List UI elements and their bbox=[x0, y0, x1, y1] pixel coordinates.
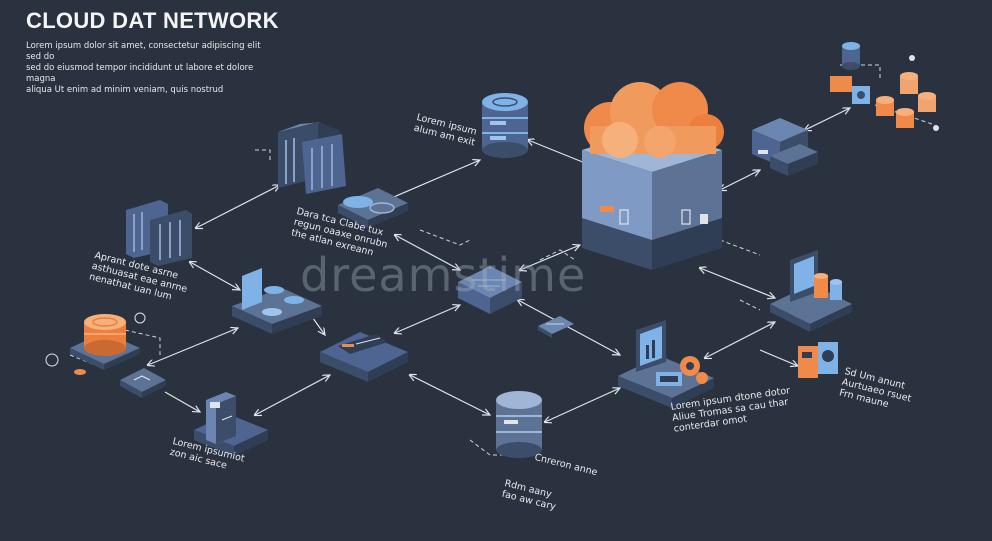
orange-device-icon bbox=[798, 342, 838, 378]
cloud-data-center bbox=[582, 82, 724, 270]
subtitle-line: sed do eiusmod tempor incididunt ut labo… bbox=[26, 63, 254, 84]
subtitle-line: aliqua Ut enim ad minim veniam, quis nos… bbox=[26, 85, 224, 95]
database-top-icon bbox=[482, 93, 528, 158]
network-chip bbox=[538, 316, 574, 338]
page-subtitle: Lorem ipsum dolor sit amet, consectetur … bbox=[26, 41, 266, 96]
server-rack-top bbox=[278, 122, 346, 194]
server-rack-left bbox=[126, 200, 192, 266]
orange-database-stack bbox=[45, 312, 146, 375]
database-bottom-icon bbox=[496, 391, 542, 458]
subtitle-line: Lorem ipsum dolor sit amet, consectetur … bbox=[26, 41, 261, 62]
watermark: dreamstime bbox=[300, 248, 587, 302]
workstation-platform bbox=[320, 332, 408, 382]
storage-disc-platform bbox=[338, 188, 408, 228]
page-title: CLOUD DAT NETWORK bbox=[26, 8, 279, 33]
storage-cluster-top-right bbox=[830, 42, 939, 131]
tablet-platform bbox=[232, 268, 322, 334]
server-tower-bottom-left bbox=[194, 392, 268, 456]
link-tile bbox=[120, 368, 166, 398]
server-box-right bbox=[752, 118, 818, 176]
network-hub-center bbox=[458, 266, 522, 314]
monitor-storage-platform bbox=[770, 250, 852, 332]
monitor-gear-platform bbox=[618, 320, 714, 408]
